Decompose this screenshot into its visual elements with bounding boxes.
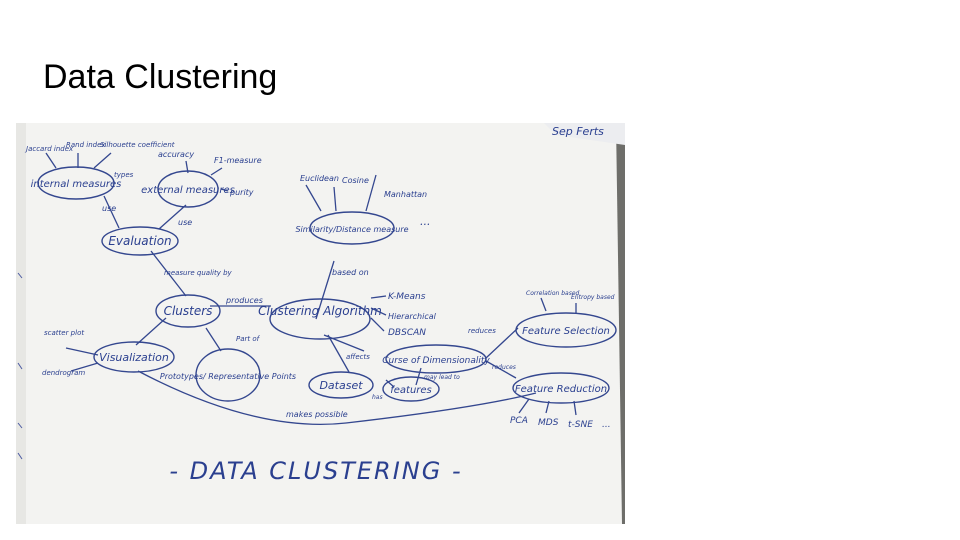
node-clusters: Clusters xyxy=(164,304,213,318)
node-feature-selection-shape xyxy=(515,312,617,348)
node-dataset-shape xyxy=(308,371,374,399)
node-visualization: Visualization xyxy=(99,351,169,364)
corner-text: Sep Ferts xyxy=(552,125,604,138)
leaf-f-measure: F1-measure xyxy=(214,156,262,165)
leaf-cosine: Cosine xyxy=(342,176,369,185)
leaf-ellipsis-2: ... xyxy=(602,420,611,430)
node-evaluation-shape xyxy=(101,226,179,256)
node-feature-reduction-shape xyxy=(512,372,610,404)
leaf-silhouette: Silhouette coefficient xyxy=(100,141,175,149)
leaf-euclidean: Euclidean xyxy=(300,174,339,183)
edge-label-may-lead: may lead to xyxy=(424,374,460,381)
leaf-accuracy: accuracy xyxy=(158,150,194,159)
node-visualization-shape xyxy=(93,341,175,373)
edge-label-produces: produces xyxy=(225,296,263,305)
node-evaluation: Evaluation xyxy=(108,234,171,248)
node-external-shape xyxy=(157,170,219,208)
leaf-scatter-plot: scatter plot xyxy=(44,329,84,337)
leaf-dendrogram: dendrogram xyxy=(42,369,85,377)
node-clustering-algorithm: Clustering Algorithm xyxy=(258,304,382,318)
leaf-ellipsis: ... xyxy=(420,215,431,228)
node-curse-of-dimensionality: Curse of Dimensionality xyxy=(382,356,490,366)
edge-label-based-on: based on xyxy=(332,268,369,277)
node-features: features xyxy=(390,385,432,396)
whiteboard-photo: Sep Ferts xyxy=(16,123,625,524)
edge-label-use-2: use xyxy=(178,218,192,227)
node-prototypes-shape xyxy=(195,348,261,402)
leaf-kmeans: K-Means xyxy=(388,292,426,302)
edge-label-types: types xyxy=(114,171,134,179)
leaf-dbscan: DBSCAN xyxy=(388,328,426,338)
edge-label-use-1: use xyxy=(102,204,116,213)
leaf-manhattan: Manhattan xyxy=(384,190,427,199)
edge-label-makes-possible: makes possible xyxy=(286,410,348,419)
node-dataset: Dataset xyxy=(319,379,363,392)
node-feature-reduction: Feature Reduction xyxy=(515,384,607,395)
node-external-measures: external measures xyxy=(141,185,235,196)
node-curse-shape xyxy=(385,344,487,374)
node-clustering-algorithm-shape xyxy=(269,298,371,340)
leaf-entropy: Entropy based xyxy=(571,294,615,301)
leaf-mds: MDS xyxy=(538,418,559,428)
leaf-jaccard: Jaccard index xyxy=(24,145,74,153)
edge-label-affects: affects xyxy=(346,353,370,361)
paper-sheet xyxy=(24,123,622,524)
node-features-shape xyxy=(382,376,440,402)
node-prototypes: Prototypes/ Representative Points xyxy=(160,372,296,381)
node-internal-shape xyxy=(37,166,115,200)
leaf-rand: Rand index xyxy=(66,141,106,149)
leaf-pca: PCA xyxy=(510,416,528,426)
leaf-tsne: t-SNE xyxy=(568,420,593,430)
edge-label-part-of: Part of xyxy=(236,335,261,343)
node-similarity-shape xyxy=(309,211,395,245)
leaf-hierarchical: Hierarchical xyxy=(388,312,437,321)
leaf-purity: purity xyxy=(229,188,254,197)
leaf-correlation: Correlation based xyxy=(526,290,580,297)
drawing-caption: - DATA CLUSTERING - xyxy=(169,457,462,485)
edge-label-reduces-2: reduces xyxy=(492,364,516,371)
node-internal-measures: internal measures xyxy=(31,179,122,190)
edge-label-measure-quality: measure quality by xyxy=(164,269,233,277)
node-clusters-shape xyxy=(155,294,221,328)
edge-label-reduces: reduces xyxy=(468,327,496,335)
node-feature-selection: Feature Selection xyxy=(522,326,610,337)
concept-map-drawing: Sep Ferts xyxy=(16,123,625,524)
slide-title: Data Clustering xyxy=(43,58,278,96)
edge-label-has: has xyxy=(372,394,383,401)
node-similarity-measure: Similarity/Distance measure xyxy=(295,225,408,234)
